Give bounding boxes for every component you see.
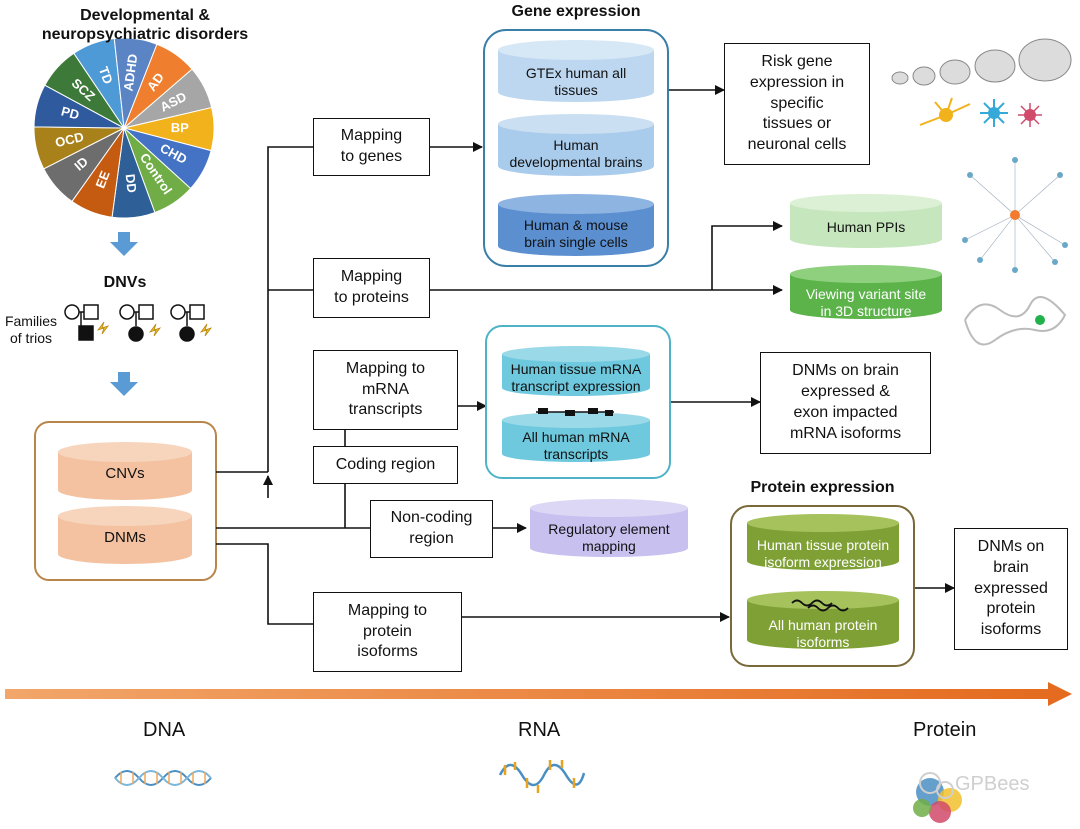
- regulatory-cylinder: [530, 499, 688, 557]
- risk-gene-box: Risk gene expression in specific tissues…: [724, 43, 870, 165]
- coding-region-box: Coding region: [313, 446, 458, 484]
- cnvs-cylinder: [58, 442, 192, 500]
- dnms-brain-box: DNMs on brain expressed & exon impacted …: [760, 352, 931, 454]
- pie-slice-label: OCD: [54, 129, 86, 150]
- rna-strand-icon: [498, 760, 586, 793]
- protein-isoforms-label: All human protein isoforms: [768, 616, 878, 651]
- watermark-logo-icon: [919, 772, 954, 799]
- dev-brains-label: Human developmental brains: [509, 136, 643, 171]
- regulatory-label: Regulatory element mapping: [548, 520, 670, 555]
- noncoding-region-box: Non-coding region: [370, 500, 493, 558]
- gtex-cylinder: [498, 40, 654, 102]
- connector-lines: [216, 85, 955, 625]
- structure-label: Viewing variant site in 3D structure: [805, 285, 927, 320]
- pie-slice-label: ADHD: [120, 53, 140, 92]
- pie-slice-label: TD: [96, 65, 116, 86]
- protein-expression-title: Protein expression: [750, 479, 895, 496]
- dnvs-title: DNVs: [103, 274, 147, 291]
- protein-3d-structure-icon: [964, 296, 1067, 346]
- mrna-expression-cylinder: [502, 346, 650, 396]
- dnms-label: DNMs: [104, 528, 146, 546]
- mrna-expression-label: Human tissue mRNA transcript expression: [510, 360, 642, 395]
- down-arrow-icon: [110, 372, 138, 396]
- brain-development-icon: [891, 38, 1072, 86]
- dnms-protein-box: DNMs on brain expressed protein isoforms: [954, 528, 1068, 650]
- structure-cylinder: [790, 265, 942, 319]
- ppis-cylinder: [790, 194, 942, 248]
- pie-slice-label: BP: [171, 120, 190, 135]
- cnvs-label: CNVs: [105, 464, 145, 482]
- mapping-proteins-box: Mapping to proteins: [313, 258, 430, 318]
- pie-slice-label: DD: [123, 173, 140, 193]
- gtex-label: GTEx human all tissues: [525, 64, 627, 99]
- mapping-mrna-box: Mapping to mRNA transcripts: [313, 350, 458, 430]
- mrna-transcripts-label: All human mRNA transcripts: [522, 428, 630, 463]
- gene-expression-title: Gene expression: [511, 3, 641, 20]
- mapping-genes-box: Mapping to genes: [313, 118, 430, 176]
- dev-brains-cylinder: [498, 114, 654, 176]
- single-cells-cylinder: [498, 194, 654, 256]
- pie-slice-label: EE: [92, 168, 112, 190]
- exon-structure-icon: [536, 408, 614, 416]
- ppi-network-icon: [962, 157, 1068, 273]
- protein-chain-icon: [791, 599, 849, 612]
- ppis-label: Human PPIs: [826, 219, 906, 236]
- watermark-text: GPBees: [955, 773, 1030, 795]
- dnms-cylinder: [58, 506, 192, 564]
- rna-label: RNA: [518, 719, 561, 741]
- protein-structure-icon: [913, 778, 962, 823]
- families-label: Families of trios: [4, 313, 58, 346]
- mapping-isoforms-box: Mapping to protein isoforms: [313, 592, 462, 672]
- pie-slice: [44, 52, 125, 129]
- pie-slice-label: PD: [60, 103, 81, 122]
- protein-expression-label: Human tissue protein isoform expression: [756, 536, 890, 571]
- dna-rna-protein-arrow: [5, 682, 1072, 706]
- protein-label: Protein: [913, 719, 977, 741]
- protein-expression-cylinder: [747, 514, 899, 570]
- single-cells-label: Human & mouse brain single cells: [523, 216, 629, 251]
- down-arrow-icon: [110, 232, 138, 256]
- dna-helix-icon: [114, 770, 212, 786]
- trio-pedigree-icon: [170, 304, 213, 342]
- disorders-title: Developmental & neuropsychiatric disorde…: [41, 7, 249, 44]
- protein-isoforms-cylinder: [747, 591, 899, 649]
- neuron-icon: [919, 97, 1042, 127]
- trio-pedigree-icon: [119, 304, 162, 342]
- trio-pedigree-icon: [64, 304, 110, 341]
- dna-label: DNA: [143, 719, 186, 741]
